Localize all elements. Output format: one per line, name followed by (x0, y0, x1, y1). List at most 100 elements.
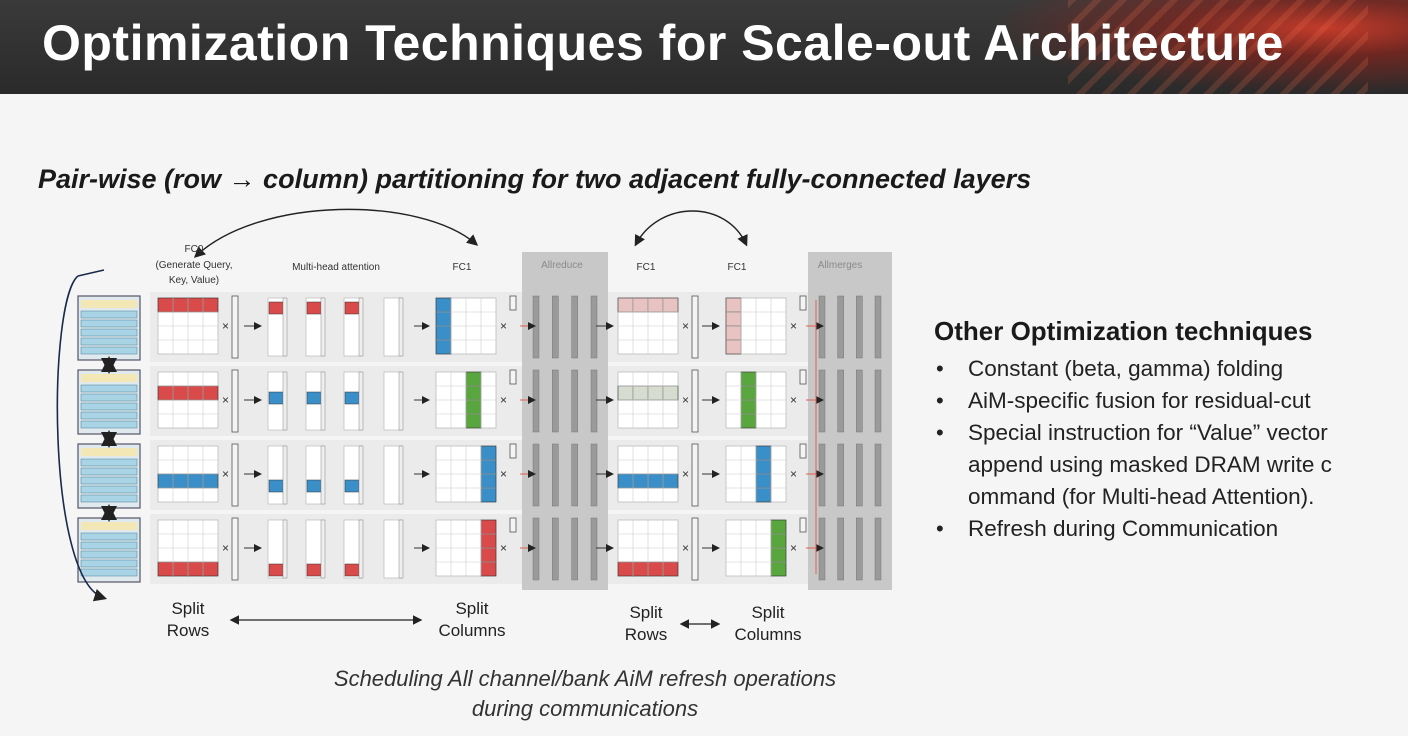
vector (509, 295, 517, 311)
chip-row (80, 402, 138, 411)
colored-cell (187, 385, 204, 401)
split-rows-label: Split (171, 599, 204, 618)
chip-row (80, 458, 138, 467)
colored-cell (202, 385, 219, 401)
chip-row (80, 420, 138, 429)
decorative-glow (988, 0, 1408, 94)
allmerges-label: Allmerges (818, 260, 862, 271)
matrix (617, 297, 679, 355)
split-rows-label: Rows (625, 625, 668, 644)
colored-cell (465, 371, 482, 387)
vector (799, 517, 807, 533)
mha-cell (306, 479, 322, 493)
colored-cell (770, 547, 787, 563)
technique-item: •Refresh during Communication (934, 513, 1404, 545)
colored-cell (480, 561, 497, 577)
times-sign: × (500, 541, 507, 555)
mha-cell (344, 391, 360, 405)
times-sign: × (682, 319, 689, 333)
flow-arrows (56, 208, 824, 629)
comm-bar (818, 443, 826, 507)
aim-chip (77, 369, 141, 435)
times-sign: × (222, 319, 229, 333)
chip-row (80, 393, 138, 402)
fc1-label: FC1 (453, 262, 472, 273)
vector (231, 369, 239, 433)
decorative-stripes (1068, 0, 1368, 94)
comm-bar (837, 443, 844, 507)
colored-cell (725, 297, 742, 313)
colored-cell (480, 547, 497, 563)
comm-bar (571, 443, 578, 507)
fc0-sublabel: Key, Value) (169, 275, 219, 286)
colored-cell (187, 473, 204, 489)
technique-text: Constant (beta, gamma) folding (968, 356, 1284, 381)
comm-bar (532, 295, 540, 359)
split-rows-label: Rows (167, 621, 210, 640)
matrix-blocks: ×××××××××××××××× (157, 295, 807, 581)
comm-bar (874, 369, 882, 433)
colored-cell (632, 297, 649, 313)
chip-header (81, 374, 137, 382)
colored-cell (755, 473, 772, 489)
mha-vector (320, 371, 326, 431)
mha-vector (398, 297, 404, 357)
colored-cell (770, 533, 787, 549)
colored-cell (617, 297, 634, 313)
colored-cell (755, 445, 772, 461)
colored-cell (480, 459, 497, 475)
colored-cell (435, 339, 452, 355)
colored-cell (617, 473, 634, 489)
communication-bands (522, 252, 892, 590)
times-sign: × (682, 467, 689, 481)
technique-item: •Special instruction for “Value” vector … (934, 417, 1404, 513)
mha-cell (268, 563, 284, 577)
matrix (725, 297, 787, 355)
mha-vector (282, 519, 288, 579)
fc1-label: FC1 (728, 262, 747, 273)
chip-row (80, 532, 138, 541)
comm-bar (837, 295, 844, 359)
comm-bar (818, 295, 826, 359)
chip-row (80, 319, 138, 328)
colored-cell (647, 385, 664, 401)
bullet-icon: • (936, 420, 944, 445)
vector (691, 443, 699, 507)
colored-cell (617, 561, 634, 577)
techniques-list: • Constant (beta, gamma) folding •AiM-spe… (934, 353, 1404, 545)
vector (799, 443, 807, 459)
colored-cell (770, 561, 787, 577)
comm-bar (571, 517, 578, 581)
colored-cell (480, 487, 497, 503)
colored-cell (662, 297, 679, 313)
allreduce-label: Allreduce (541, 260, 583, 271)
fc0-sublabel: (Generate Query, (155, 260, 232, 271)
split-columns-label: Split (455, 599, 488, 618)
split-columns-label: Columns (734, 625, 801, 644)
colored-cell (770, 519, 787, 535)
comm-bar (571, 369, 578, 433)
colored-cell (632, 473, 649, 489)
colored-cell (465, 399, 482, 415)
colored-cell (755, 459, 772, 475)
chip-row (80, 550, 138, 559)
colored-cell (662, 473, 679, 489)
colored-cell (725, 325, 742, 341)
diagram-heading: Pair-wise (row → column) partitioning fo… (38, 164, 1032, 194)
mha-vector (282, 445, 288, 505)
technique-item: •AiM-specific fusion for residual-cut (934, 385, 1404, 417)
vector (691, 369, 699, 433)
colored-cell (740, 385, 757, 401)
techniques-heading: Other Optimization techniques (934, 316, 1313, 346)
vector (231, 295, 239, 359)
colored-cell (725, 311, 742, 327)
vector (799, 295, 807, 311)
comm-bar (874, 443, 882, 507)
colored-cell (157, 385, 174, 401)
comm-bar (571, 295, 578, 359)
colored-cell (435, 325, 452, 341)
comm-bar (818, 517, 826, 581)
mha-vector (358, 445, 364, 505)
chip-row (80, 494, 138, 503)
matrix (157, 297, 219, 355)
